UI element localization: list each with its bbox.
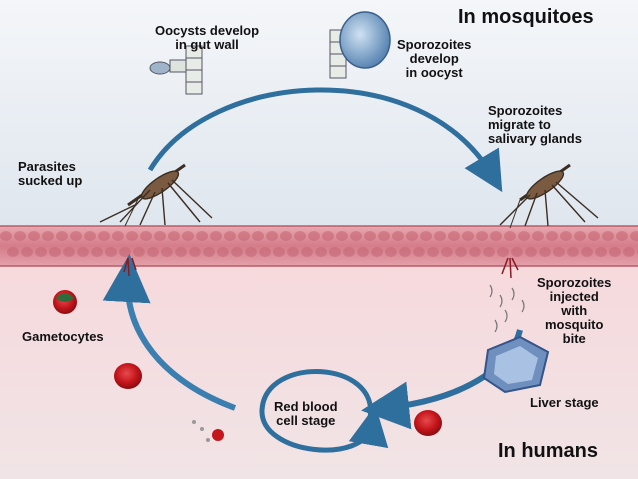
header-in-mosquitoes: In mosquitoes [458,6,594,28]
skin-tissue-band [0,225,638,267]
mosquito-left [99,163,213,227]
bite-site-right [501,257,519,279]
oocyst-image [339,11,391,69]
label-oocysts: Oocysts develop in gut wall [155,23,260,52]
header-in-humans: In humans [498,440,599,462]
label-sporozoites-develop: Sporozoites develop in oocyst [397,37,472,80]
label-parasites-sucked-up: Parasites sucked up [18,159,83,188]
human-cycle-arrow-left [102,254,237,411]
label-liver-stage: Liver stage [530,395,599,410]
mosquito-right [499,163,599,229]
mosquito-cycle-arrow [147,87,503,193]
gut-wall-cells-left [149,45,203,95]
gametocyte-image [53,290,77,314]
label-sporozoites-injected: Sporozoites injected with mosquito bite [537,275,612,346]
sporozoites-injected-image [489,284,525,333]
label-gametocytes: Gametocytes [22,329,104,344]
red-blood-cell-right [414,410,442,436]
bite-site-left [123,257,137,277]
rbc-loop-arrow [259,369,389,453]
ruptured-cell-fragments [192,420,224,442]
label-rbc-stage: Red blood cell stage [274,399,338,428]
red-blood-cell-left [114,363,142,389]
label-sporozoites-migrate: Sporozoites migrate to salivary glands [488,103,582,146]
liver-cell-image [482,335,550,394]
